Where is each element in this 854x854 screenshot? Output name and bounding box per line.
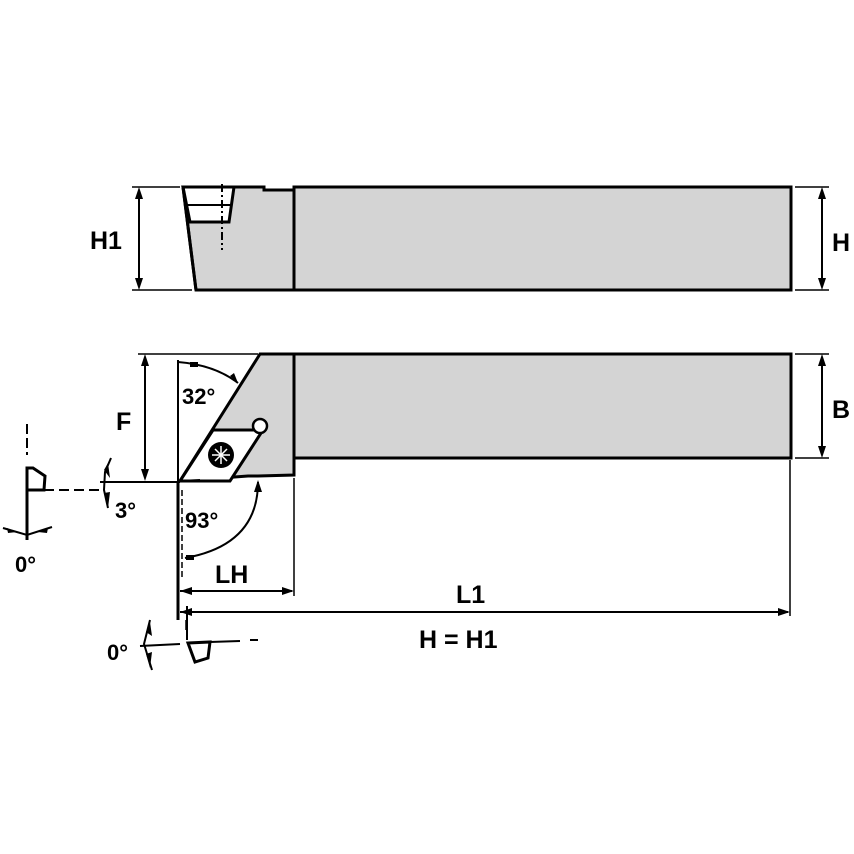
lh-label: LH (215, 561, 248, 589)
shank-top (292, 185, 793, 292)
l1-label: L1 (456, 581, 485, 609)
angle-3: 3° (115, 498, 136, 523)
left-detail-view: 0° (2, 424, 100, 577)
top-view: H1 H (90, 184, 850, 292)
angle-32: 32° (182, 384, 215, 409)
b-label: B (832, 396, 850, 424)
angle-0-bottom: 0° (107, 640, 128, 665)
angle-0-left: 0° (15, 552, 36, 577)
h1-label: H1 (90, 227, 122, 255)
bottom-detail-view: 0° (107, 606, 258, 671)
clamp-screw (251, 417, 269, 435)
side-view: F 32° 93° 3° LH L1 (100, 352, 850, 620)
h-label: H (832, 229, 850, 257)
equality-note: H = H1 (419, 626, 498, 654)
shank-side (292, 352, 793, 460)
f-label: F (116, 408, 131, 436)
angle-93: 93° (185, 508, 218, 533)
